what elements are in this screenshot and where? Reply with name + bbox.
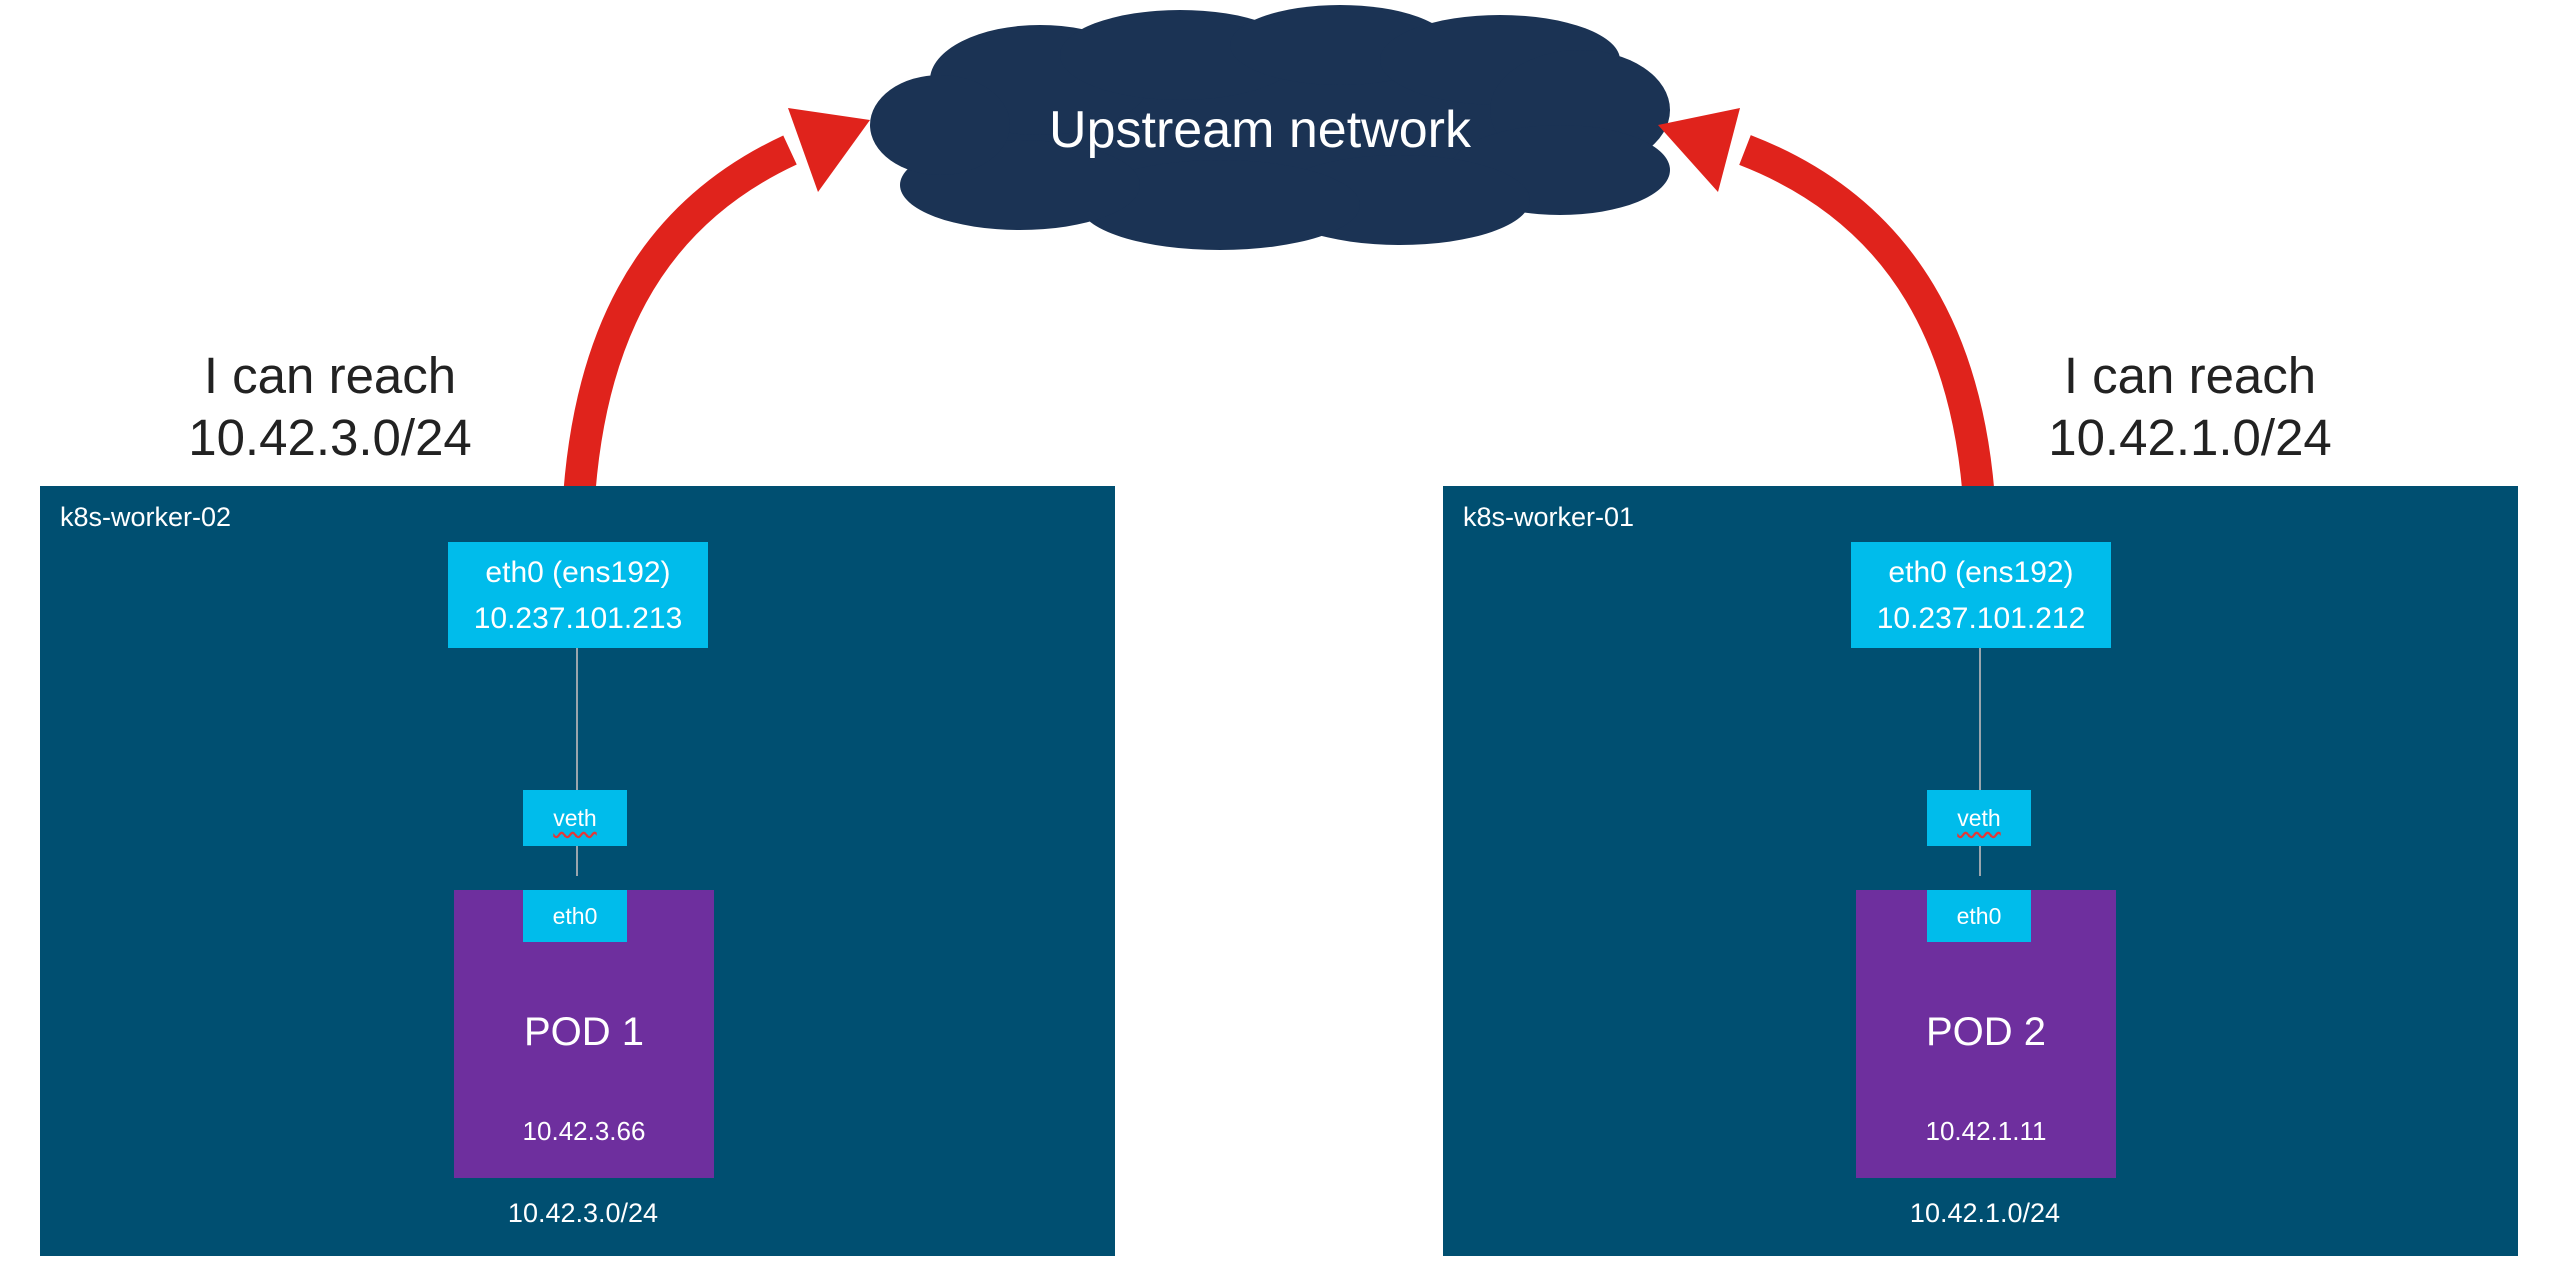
pod-2: eth0 POD 2 10.42.1.11 xyxy=(1856,890,2116,1178)
veth-interface: veth xyxy=(523,790,627,846)
left-uplink-arrow xyxy=(561,108,870,546)
pod-eth0: eth0 xyxy=(523,890,627,942)
wire-veth-pod xyxy=(1979,846,1981,876)
nic-name: eth0 (ens192) xyxy=(485,556,671,589)
node-k8s-worker-02: k8s-worker-02 eth0 (ens192) 10.237.101.2… xyxy=(40,486,1115,1256)
node-title: k8s-worker-01 xyxy=(1463,502,1635,532)
wire-nic-veth xyxy=(1979,648,1981,790)
nic-eth0: eth0 (ens192) 10.237.101.213 xyxy=(448,542,708,648)
pod-name: POD 2 xyxy=(1925,1010,2047,1054)
pod-ip: 10.42.3.66 xyxy=(522,1116,646,1146)
wire-veth-pod xyxy=(576,846,578,876)
nic-ip: 10.237.101.212 xyxy=(1876,602,2086,635)
veth-interface: veth xyxy=(1927,790,2031,846)
right-reach-line2: 10.42.1.0/24 xyxy=(2048,409,2332,466)
pod-eth0: eth0 xyxy=(1927,890,2031,942)
veth-label: veth xyxy=(553,805,597,831)
left-reach-line1: I can reach xyxy=(203,347,457,404)
right-uplink-arrow xyxy=(1658,108,1997,546)
nic-ip: 10.237.101.213 xyxy=(473,602,683,635)
veth-label: veth xyxy=(1957,805,2001,831)
nic-name: eth0 (ens192) xyxy=(1888,556,2074,589)
pod-ip: 10.42.1.11 xyxy=(1925,1116,2047,1146)
nic-eth0: eth0 (ens192) 10.237.101.212 xyxy=(1851,542,2111,648)
node-title: k8s-worker-02 xyxy=(60,502,232,532)
pod-1: eth0 POD 1 10.42.3.66 xyxy=(454,890,714,1178)
node-subnet: 10.42.3.0/24 xyxy=(507,1198,659,1228)
right-reach-line1: I can reach xyxy=(2063,347,2317,404)
right-reach-label: I can reach 10.42.1.0/24 xyxy=(1980,345,2400,469)
cloud-label: Upstream network xyxy=(1049,101,1471,159)
node-subnet: 10.42.1.0/24 xyxy=(1909,1198,2061,1228)
wire-nic-veth xyxy=(576,648,578,790)
left-reach-label: I can reach 10.42.3.0/24 xyxy=(120,345,540,469)
upstream-network-cloud xyxy=(870,5,1670,250)
left-reach-line2: 10.42.3.0/24 xyxy=(188,409,472,466)
node-k8s-worker-01: k8s-worker-01 eth0 (ens192) 10.237.101.2… xyxy=(1443,486,2518,1256)
pod-name: POD 1 xyxy=(523,1010,645,1054)
